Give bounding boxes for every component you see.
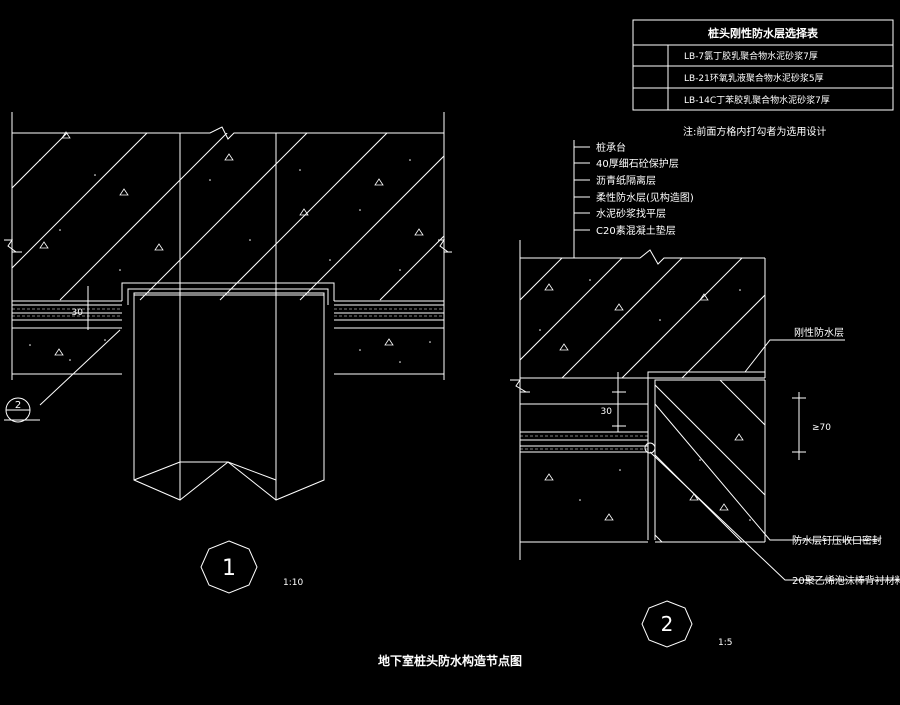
table-row-1: LB-7氯丁胶乳聚合物水泥砂浆7厚 [684, 50, 818, 62]
detail2-layer-1: 桩承台 [596, 141, 626, 154]
detail2-layer-leaders [573, 140, 590, 258]
detail2-seal-label: 防水层钉压收口密封 [792, 534, 882, 547]
detail2-badge: 2 [641, 600, 693, 648]
detail2-backer-label: 20聚乙烯泡沫棒背衬材料 [792, 574, 900, 587]
selection-table [632, 19, 894, 111]
detail1-scale: 1:10 [283, 578, 303, 588]
detail1-dim-30: 30 [72, 308, 84, 318]
detail2-layer-5: 水泥砂浆找平层 [596, 207, 666, 220]
svg-text:2: 2 [661, 612, 674, 636]
detail1-badge: 1 [200, 540, 258, 594]
table-row-3: LB-14C丁苯胶乳聚合物水泥砂浆7厚 [684, 94, 830, 106]
aggregate-marks [39, 131, 424, 356]
concrete-stipple [29, 159, 431, 363]
detail2-layer-3: 沥青纸隔离层 [596, 174, 656, 187]
detail2-stipple [539, 279, 751, 521]
detail2-layer-4: 柔性防水层(见构造图) [596, 191, 694, 204]
detail2-scale: 1:5 [718, 638, 732, 648]
detail2-membrane [520, 435, 648, 450]
membrane-layer [12, 308, 444, 317]
detail1-section [4, 112, 452, 501]
detail2-aggregate [544, 283, 744, 521]
table-note: 注:前面方格内打勾者为选用设计 [683, 125, 826, 138]
svg-text:1: 1 [222, 556, 236, 581]
drawing-title: 地下室桩头防水构造节点图 [378, 653, 522, 668]
table-row-2: LB-21环氧乳液聚合物水泥砂浆5厚 [684, 72, 824, 84]
detail1-callout-2: 2 [5, 397, 31, 423]
detail2-layer-2: 40厚细石砼保护层 [596, 157, 679, 170]
detail2-dim-30: 30 [601, 407, 613, 417]
cap-hatch [12, 133, 444, 301]
detail2-layer-6: C20素混凝土垫层 [596, 224, 676, 237]
detail2-section [510, 240, 900, 581]
detail2-rigid-label: 刚性防水层 [794, 326, 844, 339]
table-title: 桩头刚性防水层选择表 [708, 26, 819, 40]
svg-text:2: 2 [15, 400, 21, 411]
detail2-dim-70: ≥70 [812, 423, 831, 433]
